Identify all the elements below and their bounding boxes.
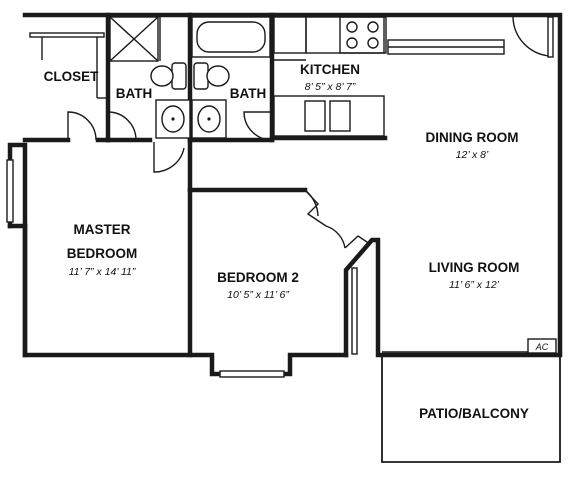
room-label-dining: DINING ROOM <box>426 130 519 145</box>
bedroom2-closet-track <box>351 267 358 355</box>
toilet-2-tank <box>193 62 209 90</box>
room-label-bath1: BATH <box>116 86 153 101</box>
window-bedroom2 <box>219 370 285 378</box>
wall-bedroom2-right <box>343 237 381 358</box>
ac-unit <box>527 338 557 354</box>
patio-outline <box>381 354 561 463</box>
room-label-master: MASTER <box>74 222 131 237</box>
entry-door-leaf <box>547 16 554 58</box>
bathtub <box>191 16 271 58</box>
fridge <box>273 16 307 54</box>
toilet-2-bowl <box>206 65 230 87</box>
room-size-dining: 12’ x 8’ <box>456 149 489 161</box>
exterior-wall <box>7 12 563 377</box>
burner-icon <box>367 21 379 33</box>
kitchen-counter-top <box>305 16 387 54</box>
room-size-kitchen: 8’ 5” x 8’ 7” <box>305 81 356 93</box>
closet-door <box>67 111 97 141</box>
kitchen-counter-bottom <box>273 95 385 137</box>
bath1-door <box>107 111 137 141</box>
bath2-door <box>243 111 273 141</box>
room-size-living: 11’ 6” x 12’ <box>449 279 500 291</box>
room-size-bedroom2: 10’ 5” x 11’ 6” <box>227 289 289 301</box>
burner-icon <box>346 37 358 49</box>
kitchen-sink-left <box>304 100 326 132</box>
room-label-bath2: BATH <box>230 86 267 101</box>
window-master <box>6 159 14 223</box>
room-size-master: 11’ 7” x 14’ 11” <box>69 266 136 278</box>
room-label-patio: PATIO/BALCONY <box>419 406 529 421</box>
toilet-1-tank <box>171 62 187 90</box>
room-label-closet: CLOSET <box>44 69 100 84</box>
toilet-1-bowl <box>150 65 174 87</box>
burner-icon <box>367 37 379 49</box>
master-door <box>153 142 185 173</box>
room-label-master-2: BEDROOM <box>67 246 138 261</box>
ac-label: AC <box>535 342 549 352</box>
entry-door[interactable] <box>512 16 551 57</box>
kitchen-sink-right <box>329 100 351 132</box>
room-label-bedroom2: BEDROOM 2 <box>217 270 299 285</box>
stove <box>339 16 385 54</box>
room-label-living: LIVING ROOM <box>429 260 520 275</box>
room-label-kitchen: KITCHEN <box>300 62 360 77</box>
closet-shelf <box>29 32 105 38</box>
bedroom2-closet-door <box>304 189 327 227</box>
burner-icon <box>346 21 358 33</box>
